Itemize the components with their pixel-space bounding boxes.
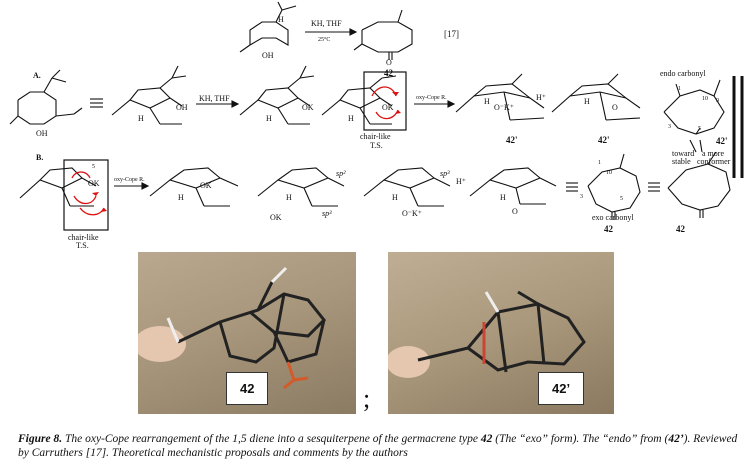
model-42-label: 42	[226, 372, 269, 405]
row-b-o-5: O	[512, 207, 518, 216]
caption-text-3: ). Reviewed by Carruthers [17]. Theoreti…	[18, 433, 738, 459]
row-b-enolate-4: O⁻K⁺	[402, 209, 422, 218]
row-a-n5b: 5	[698, 126, 701, 132]
row-a-n1: 1	[678, 86, 681, 92]
row-a-oh-start: OH	[36, 129, 48, 138]
row-a-oxy-cope: oxy-Cope R.	[416, 95, 447, 101]
row-b-h-3: H	[286, 193, 292, 202]
row-b-n10: 10	[606, 170, 612, 176]
row-a-h-chair: H	[138, 114, 144, 123]
row-a-n9: 9	[716, 98, 719, 104]
row-b-sp2: sp²	[336, 169, 346, 178]
top-reagent-label: KH, THF	[311, 19, 342, 28]
row-b-n5b: 5	[620, 196, 623, 202]
row-a-oh-chair: OH	[176, 103, 188, 112]
caption-text-1: The oxy-Cope rearrangement of the 1,5 di…	[62, 433, 481, 445]
row-b-h-5: H	[500, 193, 506, 202]
row-b-n1: 1	[598, 160, 601, 166]
row-a-h-ts: H	[348, 114, 354, 123]
row-a-n3: 3	[668, 124, 671, 130]
row-b-ok-2: OK	[200, 181, 212, 190]
row-a-reagent: KH, THF	[199, 94, 230, 103]
model-photo-42: 42	[138, 252, 356, 414]
row-a-ok-ts: OK	[382, 103, 394, 112]
figure-caption: Figure 8. The oxy-Cope rearrangement of …	[18, 432, 738, 460]
model-photo-42-prime: 42’	[388, 252, 614, 414]
row-a-n10: 10	[702, 96, 708, 102]
model-42-sticks	[138, 266, 327, 390]
row-a-toward: toward	[672, 149, 695, 158]
row-a-compound-conformer: 42'	[716, 136, 728, 146]
row-b-label: B.	[36, 153, 44, 162]
row-a-ts-label: chair-like	[360, 132, 391, 141]
caption-text-2: (The “exo” form). The “endo” from (	[492, 433, 669, 445]
reaction-scheme	[9, 1, 744, 231]
row-b-ts-label2: T.S.	[76, 241, 89, 250]
row-b-ts-label: chair-like	[68, 233, 99, 242]
row-b-hplus: H⁺	[456, 177, 466, 186]
row-a-enolate-charge: O⁻K⁺	[494, 103, 514, 112]
row-b-ok-ts: OK	[88, 179, 100, 188]
caption-prefix: Figure 8.	[18, 433, 63, 445]
row-b-compound-42: 42	[604, 224, 613, 234]
row-a-endo-label: endo carbonyl	[660, 69, 706, 78]
row-a-n5: 5	[386, 74, 389, 80]
row-b-sp3-b: sp³	[440, 169, 450, 178]
row-a-ts-label2: T.S.	[370, 141, 383, 150]
row-b-n3: 3	[580, 194, 583, 200]
row-b-ok-3: OK	[270, 213, 282, 222]
model-42-prime-label: 42’	[538, 372, 585, 405]
row-a-compound-ketone: 42'	[598, 135, 610, 145]
row-b-n5: 5	[92, 164, 95, 170]
row-b-h-2: H	[178, 193, 184, 202]
top-h-label: H	[278, 15, 284, 24]
top-oh-label: OH	[262, 51, 274, 60]
row-a-compound-enolate: 42'	[506, 135, 518, 145]
model-42-prime-sticks	[388, 290, 586, 378]
row-b-compound-42-b: 42	[676, 224, 685, 234]
row-a-label: A.	[33, 71, 41, 80]
row-a-h-chair2: H	[266, 114, 272, 123]
top-temp-label: 25°C	[318, 37, 331, 43]
row-a-ketone-h: H	[584, 97, 590, 106]
caption-bold-2: 42’	[668, 433, 684, 445]
row-a-stable: stable	[672, 157, 691, 166]
row-b-oxy-cope: oxy-Cope R.	[114, 177, 145, 183]
row-a-a-more: a more	[702, 149, 724, 158]
row-a-hplus: H⁺	[536, 93, 546, 102]
row-a-ok-chair2: OK	[302, 103, 314, 112]
row-a-enolate-h: H	[484, 97, 490, 106]
caption-bold-1: 42	[480, 433, 493, 445]
top-ketone-o: O	[386, 58, 392, 67]
photo-separator: ;	[363, 384, 371, 413]
row-b-exo-label: exo carbonyl	[592, 213, 634, 222]
row-b-sp3-a: sp³	[322, 209, 332, 218]
row-a-ketone-o: O	[612, 103, 618, 112]
top-product-number: 42	[384, 68, 393, 78]
row-a-conformer: conformer	[697, 157, 731, 166]
row-b-h-4: H	[392, 193, 398, 202]
top-reference: [17]	[444, 29, 459, 39]
